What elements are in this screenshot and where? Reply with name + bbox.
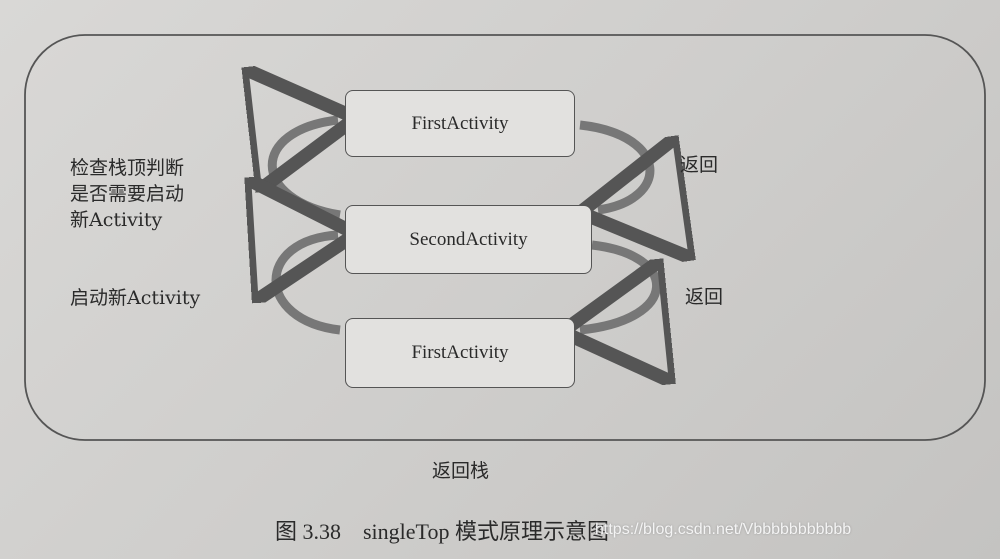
label-line: 检查栈顶判断 [70,157,185,179]
arrow-right-upper [580,120,650,210]
label-start-new: 启动新Activity [70,287,201,309]
box-label: SecondActivity [409,228,528,250]
label-line: 是否需要启动 [70,183,185,205]
back-stack-outline [24,34,986,441]
stack-box-second-activity: SecondActivity [345,205,592,274]
watermark: https://blog.csdn.net/Vbbbbbbbbbbb [595,521,852,538]
label-line: 新Activity [70,209,163,231]
label-check-top: 检查栈顶判断 是否需要启动 新Activity [70,155,184,233]
box-label: FirstActivity [411,342,509,363]
figure-caption: 图 3.38 singleTop 模式原理示意图 [275,519,609,544]
label-back-upper: 返回 [680,154,719,176]
stack-box-first-activity-top: FirstActivity [345,90,575,157]
arrow-left-upper [272,120,340,220]
label-back-stack: 返回栈 [432,460,490,482]
box-label: FirstActivity [411,112,509,134]
arrow-left-lower [276,235,340,335]
label-back-lower: 返回 [685,286,724,308]
arrow-right-lower [580,240,657,330]
stack-box-first-activity-bottom: FirstActivity [345,318,575,388]
